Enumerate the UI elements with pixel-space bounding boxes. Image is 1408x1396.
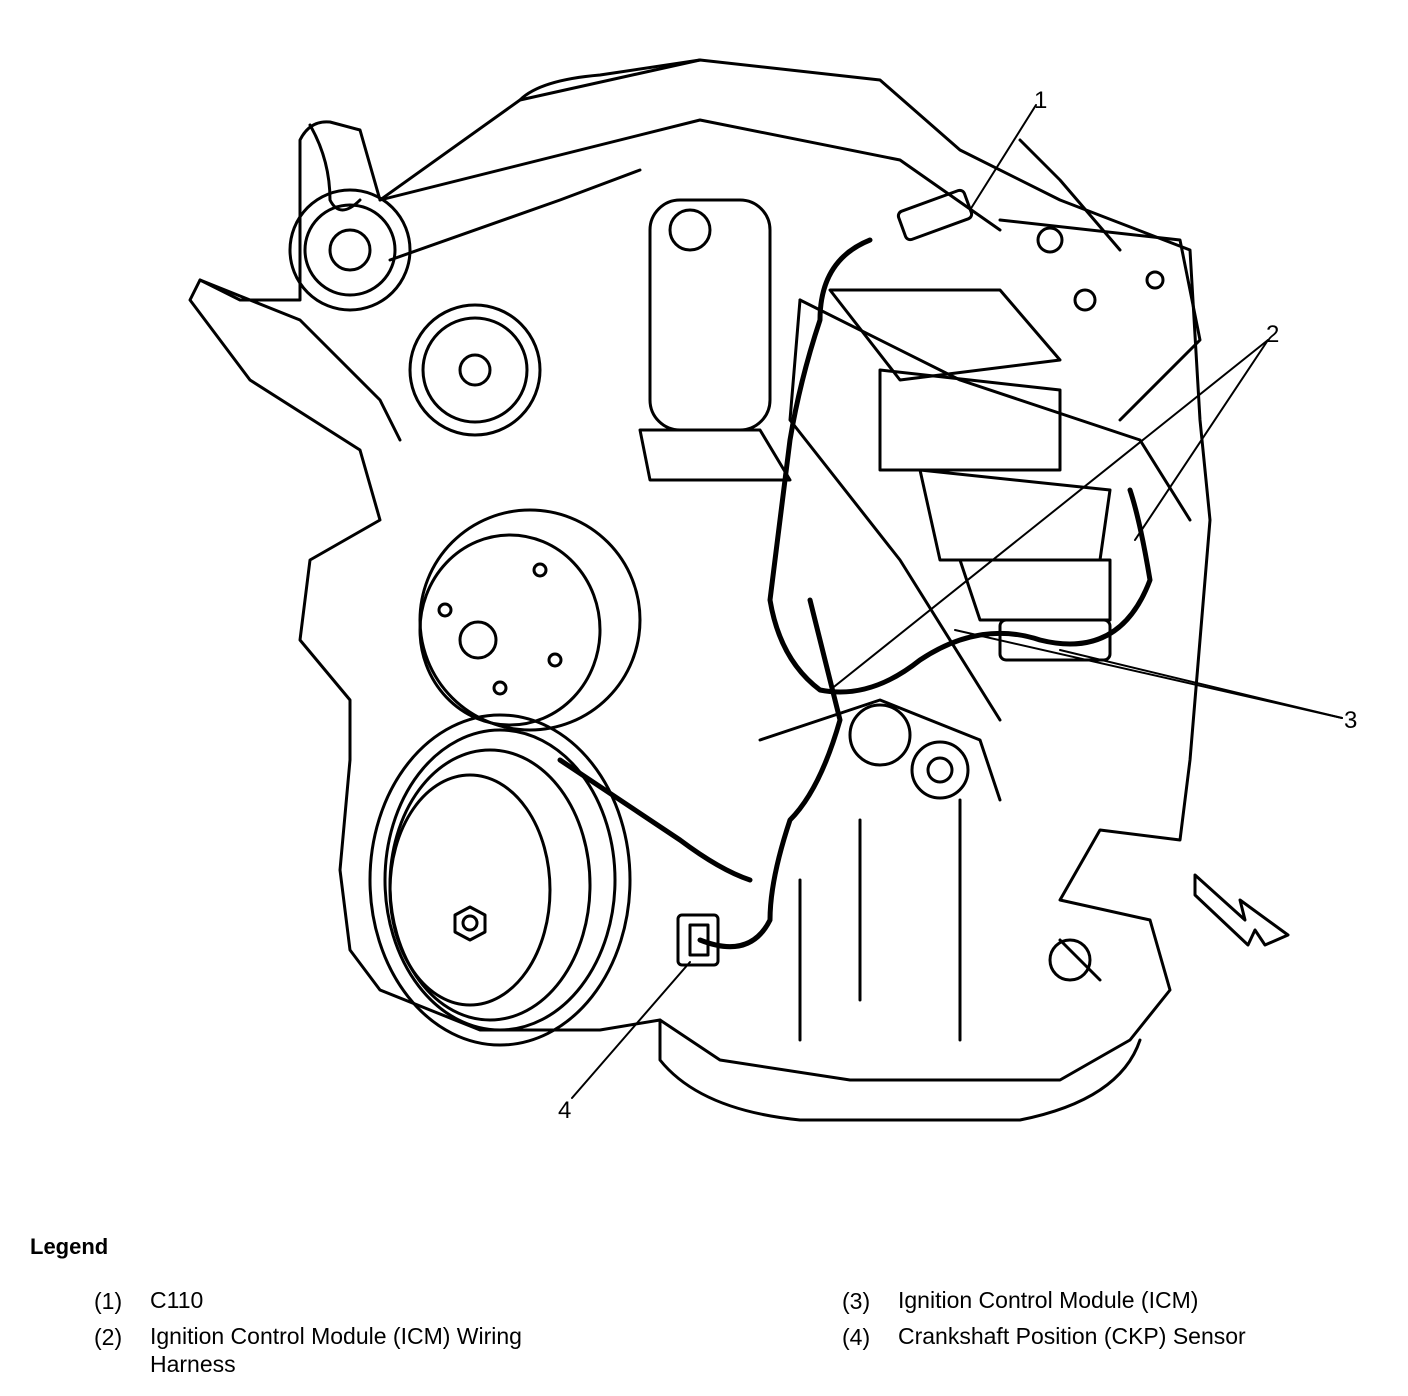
legend-item-4-number: (4) [842,1324,871,1350]
ckp-sensor-connector [676,913,720,967]
idler-pulley [408,303,542,437]
crankshaft-balancer [368,713,632,1047]
legend-item-1-text: C110 [150,1287,204,1313]
legend-item-2-text-cont: Harness [150,1351,236,1377]
water-pump-pulley [418,508,642,732]
belt-tensioner-pulley [288,188,412,312]
callout-4: 4 [558,1097,571,1124]
callout-1: 1 [1034,87,1047,114]
legend-item-1-number: (1) [94,1288,123,1314]
legend-title: Legend [30,1234,109,1259]
legend-item-3-text: Ignition Control Module (ICM) [898,1287,1199,1313]
legend-item-3-number: (3) [842,1288,871,1314]
wiring-harness [557,237,1153,950]
starter-oil-filter [848,703,1102,982]
legend-item-2-number: (2) [94,1324,123,1350]
legend-item-4-text: Crankshaft Position (CKP) Sensor [898,1323,1246,1349]
c110-connector [896,188,974,242]
callout-3: 3 [1344,707,1357,734]
engine-diagram: 1 2 3 4 [188,58,1357,1124]
leader-lines [571,104,1343,1099]
engine-outline [188,58,1212,1122]
direction-arrow-icon [1193,873,1290,947]
callout-2: 2 [1266,321,1279,348]
legend-item-2-text: Ignition Control Module (ICM) Wiring [150,1323,522,1349]
